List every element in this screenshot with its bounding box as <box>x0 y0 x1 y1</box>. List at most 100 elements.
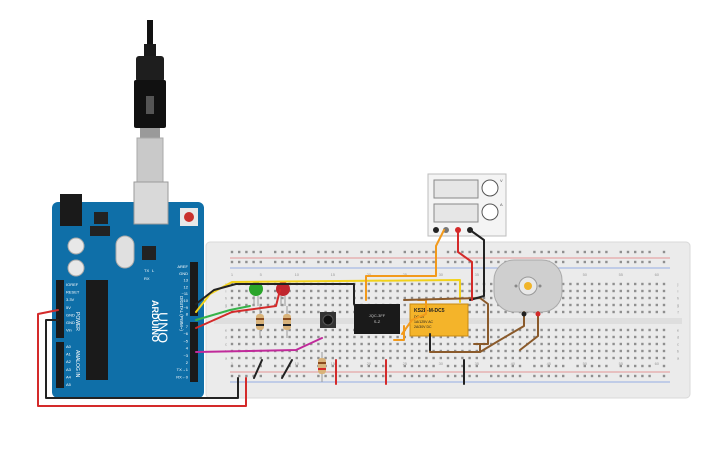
rail-hole[interactable] <box>475 260 478 264</box>
rail-hole[interactable] <box>662 250 666 254</box>
rail-hole[interactable] <box>403 250 406 254</box>
breadboard-hole[interactable] <box>317 289 320 293</box>
breadboard-hole[interactable] <box>338 349 342 353</box>
breadboard-hole[interactable] <box>626 342 630 346</box>
rail-hole[interactable] <box>454 260 457 264</box>
rail-hole[interactable] <box>346 250 349 254</box>
rail-hole[interactable] <box>432 250 435 254</box>
breadboard-hole[interactable] <box>554 349 558 353</box>
rail-hole[interactable] <box>468 260 471 264</box>
breadboard-hole[interactable] <box>331 342 334 346</box>
breadboard-hole[interactable] <box>540 342 543 346</box>
breadboard-hole[interactable] <box>468 342 471 346</box>
breadboard-hole[interactable] <box>302 335 306 339</box>
breadboard-hole[interactable] <box>598 335 601 339</box>
rail-hole[interactable] <box>367 364 370 368</box>
wire-jumper-2[interactable] <box>281 359 293 379</box>
breadboard-hole[interactable] <box>619 282 622 286</box>
breadboard-hole[interactable] <box>605 342 608 346</box>
rail-hole[interactable] <box>302 250 306 254</box>
rail-hole[interactable] <box>324 374 327 378</box>
breadboard-hole[interactable] <box>562 282 565 286</box>
breadboard-hole[interactable] <box>418 296 421 300</box>
breadboard-hole[interactable] <box>425 356 428 360</box>
rail-hole[interactable] <box>374 260 378 264</box>
rail-hole[interactable] <box>418 364 421 368</box>
breadboard-hole[interactable] <box>274 303 277 307</box>
breadboard-hole[interactable] <box>461 342 464 346</box>
breadboard-hole[interactable] <box>583 335 586 339</box>
breadboard-hole[interactable] <box>598 303 601 307</box>
breadboard-hole[interactable] <box>418 349 421 353</box>
breadboard-hole[interactable] <box>274 310 277 314</box>
breadboard-hole[interactable] <box>439 342 442 346</box>
breadboard-hole[interactable] <box>504 349 507 353</box>
breadboard-hole[interactable] <box>547 349 550 353</box>
breadboard-hole[interactable] <box>497 356 500 360</box>
breadboard-hole[interactable] <box>403 356 406 360</box>
breadboard-hole[interactable] <box>554 356 558 360</box>
breadboard-hole[interactable] <box>331 349 334 353</box>
breadboard-hole[interactable] <box>590 310 594 314</box>
rail-hole[interactable] <box>403 374 406 378</box>
rail-hole[interactable] <box>389 250 392 254</box>
breadboard-hole[interactable] <box>619 303 622 307</box>
breadboard-hole[interactable] <box>389 296 392 300</box>
wires[interactable] <box>37 229 541 407</box>
breadboard-hole[interactable] <box>302 342 306 346</box>
breadboard-hole[interactable] <box>338 356 342 360</box>
rail-hole[interactable] <box>490 364 493 368</box>
breadboard-hole[interactable] <box>418 335 421 339</box>
breadboard-hole[interactable] <box>410 342 414 346</box>
resistor-3[interactable] <box>318 352 326 382</box>
breadboard-hole[interactable] <box>259 303 262 307</box>
breadboard-hole[interactable] <box>331 356 334 360</box>
breadboard-hole[interactable] <box>389 349 392 353</box>
breadboard-hole[interactable] <box>238 289 241 293</box>
breadboard-hole[interactable] <box>605 335 608 339</box>
breadboard-hole[interactable] <box>482 335 486 339</box>
rail-hole[interactable] <box>554 374 558 378</box>
breadboard-hole[interactable] <box>367 342 370 346</box>
rail-hole[interactable] <box>475 374 478 378</box>
breadboard-hole[interactable] <box>367 349 370 353</box>
breadboard-hole[interactable] <box>310 328 313 332</box>
rail-hole[interactable] <box>403 260 406 264</box>
breadboard-hole[interactable] <box>562 342 565 346</box>
breadboard-hole[interactable] <box>418 282 421 286</box>
rail-hole[interactable] <box>360 250 363 254</box>
rail-hole[interactable] <box>562 374 565 378</box>
breadboard-hole[interactable] <box>389 289 392 293</box>
breadboard-hole[interactable] <box>360 349 363 353</box>
rail-hole[interactable] <box>302 374 306 378</box>
rail-hole[interactable] <box>547 250 550 254</box>
breadboard-hole[interactable] <box>490 296 493 300</box>
rail-hole[interactable] <box>360 364 363 368</box>
breadboard-hole[interactable] <box>266 342 270 346</box>
breadboard-hole[interactable] <box>252 356 255 360</box>
rail-hole[interactable] <box>461 364 464 368</box>
breadboard-hole[interactable] <box>252 328 255 332</box>
breadboard-hole[interactable] <box>252 335 255 339</box>
rail-hole[interactable] <box>619 250 622 254</box>
breadboard-hole[interactable] <box>569 356 572 360</box>
breadboard-hole[interactable] <box>346 296 349 300</box>
rail-hole[interactable] <box>626 260 630 264</box>
breadboard-hole[interactable] <box>662 335 666 339</box>
breadboard-hole[interactable] <box>266 310 270 314</box>
rail-hole[interactable] <box>382 374 385 378</box>
breadboard-hole[interactable] <box>302 349 306 353</box>
rail-hole[interactable] <box>338 250 342 254</box>
breadboard-hole[interactable] <box>590 342 594 346</box>
breadboard-hole[interactable] <box>446 289 450 293</box>
breadboard-hole[interactable] <box>439 289 442 293</box>
breadboard-hole[interactable] <box>317 342 320 346</box>
rail-hole[interactable] <box>583 250 586 254</box>
breadboard-hole[interactable] <box>245 342 248 346</box>
wire-yellow-pin9[interactable] <box>195 279 461 313</box>
rail-hole[interactable] <box>576 250 579 254</box>
breadboard-hole[interactable] <box>655 342 658 346</box>
rail-hole[interactable] <box>497 364 500 368</box>
breadboard-hole[interactable] <box>626 282 630 286</box>
breadboard-hole[interactable] <box>490 289 493 293</box>
